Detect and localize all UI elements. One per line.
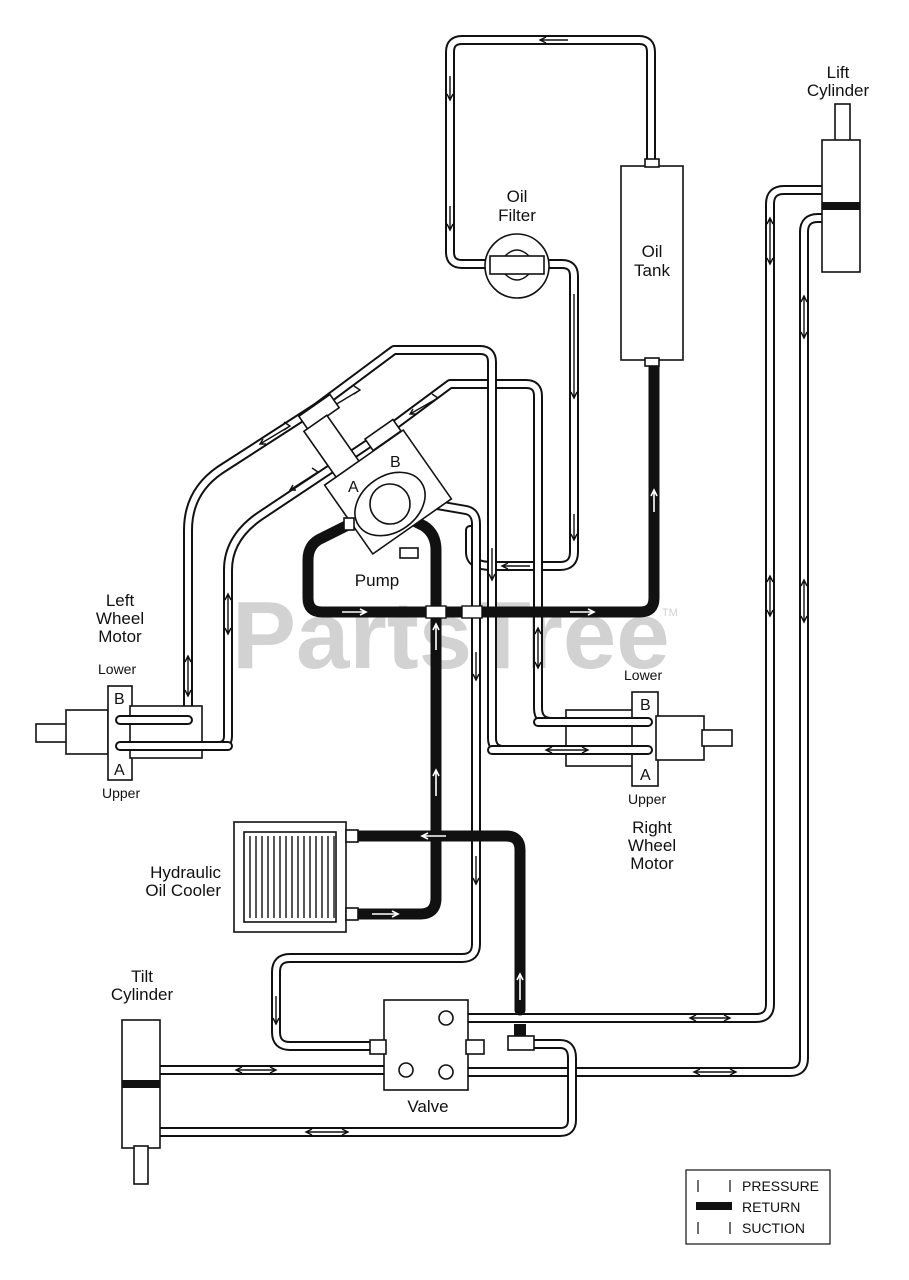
flow-arrow [650, 488, 658, 512]
left-lower-label: Lower [98, 661, 136, 677]
flow-arrow [800, 578, 808, 624]
flow-arrow [488, 548, 496, 582]
flow-arrow [472, 856, 480, 886]
legend-return-label: RETURN [742, 1199, 800, 1215]
oil-filter: Oil Filter [484, 187, 550, 299]
flow-arrow [432, 622, 440, 650]
flow-arrow [234, 1066, 278, 1074]
oil-cooler: Hydraulic Oil Cooler [145, 821, 359, 933]
flow-arrow [342, 608, 368, 616]
flow-arrow [534, 626, 542, 670]
pipe-tank-to-filter-i [447, 37, 654, 267]
left-wheel-motor: B A Lower Upper Left Wheel Motor [35, 591, 203, 801]
pipe-valve-to-tilt-bottom-o [153, 1039, 577, 1137]
flow-arrow [258, 421, 292, 445]
flow-arrow [800, 294, 808, 340]
flow-arrow [570, 608, 596, 616]
return-pump-to-cooler [352, 514, 442, 920]
return-valve-to-cooler [352, 830, 526, 1016]
tilt-cylinder-label-2: Cylinder [111, 985, 174, 1004]
left-upper-label: Upper [102, 785, 140, 801]
left-port-a: A [114, 762, 125, 779]
lift-cylinder-label-1: Lift [827, 63, 850, 82]
right-port-a: A [640, 767, 651, 784]
flow-arrow [570, 514, 578, 542]
fitting [461, 605, 483, 619]
flow-arrow [544, 746, 590, 754]
flow-arrow [288, 467, 320, 491]
right-port-b: B [640, 697, 651, 714]
watermark: PartsTree [232, 582, 670, 689]
pipe-filter-to-pump-i [467, 261, 577, 569]
flow-arrow [500, 562, 530, 570]
pipe-valve-to-lift-bottom-i [443, 215, 825, 1075]
flow-arrow [408, 393, 440, 415]
oil-filter-label-2: Filter [498, 206, 536, 225]
right-upper-label: Upper [628, 791, 666, 807]
pipe-filter-to-pump-o [465, 259, 579, 571]
flow-arrow [766, 216, 774, 266]
lift-cylinder-label-2: Cylinder [807, 81, 870, 100]
lift-cylinder: Lift Cylinder [807, 63, 870, 273]
valve: Valve [369, 999, 535, 1116]
return-pipes [302, 354, 660, 1016]
oil-cooler-label-2: Oil Cooler [145, 881, 221, 900]
tilt-cylinder-label-1: Tilt [131, 967, 153, 986]
oil-tank-label-1: Oil [642, 242, 663, 261]
pipe-valve-to-tilt-bottom-i [155, 1041, 575, 1135]
legend-suction-label: SUCTION [742, 1220, 805, 1236]
flow-arrow [446, 206, 454, 232]
flow-arrow [184, 654, 192, 698]
watermark-tm: TM [662, 607, 678, 619]
flow-arrow [372, 910, 400, 918]
legend: PRESSURE RETURN SUCTION [685, 1169, 831, 1245]
right-lower-label: Lower [624, 667, 662, 683]
flow-arrow [472, 652, 480, 682]
right-motor-label-3: Motor [630, 854, 674, 873]
flow-arrow [692, 1068, 738, 1076]
pump-port-a: A [348, 479, 359, 496]
oil-cooler-label-1: Hydraulic [150, 863, 221, 882]
flow-arrow [516, 972, 524, 1000]
flow-arrow [272, 996, 280, 1026]
valve-label: Valve [407, 1097, 448, 1116]
flow-arrow [766, 574, 774, 618]
flow-arrow [432, 768, 440, 796]
legend-suction-swatch [697, 1222, 731, 1234]
legend-pressure-label: PRESSURE [742, 1178, 819, 1194]
oil-filter-label-1: Oil [507, 187, 528, 206]
left-motor-label-2: Wheel [96, 609, 144, 628]
left-port-b: B [114, 691, 125, 708]
flow-arrow [538, 36, 568, 44]
left-motor-label-3: Motor [98, 627, 142, 646]
pump-label: Pump [355, 571, 399, 590]
flow-arrow [688, 1014, 732, 1022]
right-motor-label-2: Wheel [628, 836, 676, 855]
legend-pressure-swatch [697, 1180, 731, 1192]
oil-tank: Oil Tank [620, 158, 684, 367]
left-motor-label-1: Left [106, 591, 135, 610]
oil-tank-label-2: Tank [634, 261, 670, 280]
fitting [425, 605, 447, 619]
flow-arrow [420, 832, 446, 840]
legend-return-swatch [696, 1202, 732, 1210]
outlined-pipes [113, 35, 827, 1137]
flow-arrow [224, 592, 232, 636]
flow-arrow [446, 76, 454, 102]
flow-arrow [304, 1128, 350, 1136]
pipe-pump-to-valve-i [273, 497, 479, 1049]
pump: A B Pump [297, 393, 453, 590]
tilt-cylinder: Tilt Cylinder [111, 967, 174, 1185]
flow-arrow [570, 294, 578, 400]
pump-port-b: B [390, 454, 401, 471]
right-motor-label-1: Right [632, 818, 672, 837]
right-wheel-motor: B A Lower Upper Right Wheel Motor [565, 667, 733, 873]
return-tank-to-pump [302, 354, 660, 618]
